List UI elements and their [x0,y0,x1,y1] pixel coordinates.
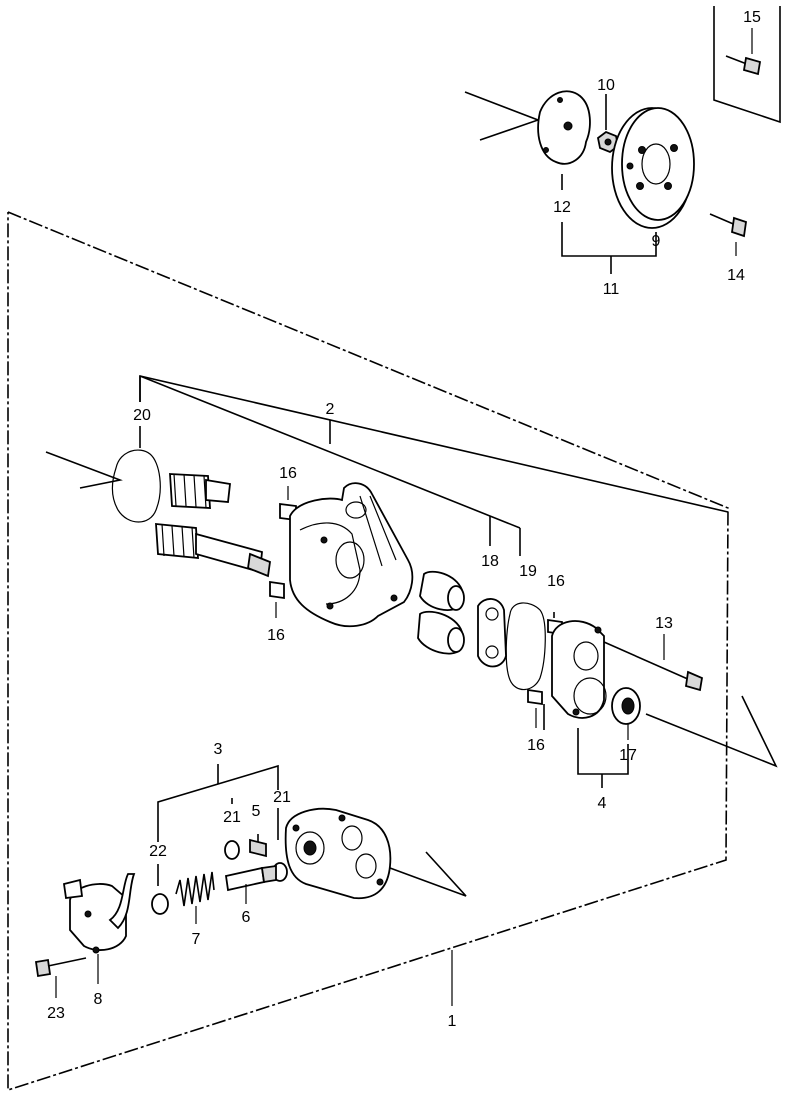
callout-6: 6 [242,909,251,926]
callout-labels: 1 2 3 4 5 6 7 8 9 10 11 12 13 14 15 16 1… [47,9,761,1030]
callout-16-a: 16 [279,465,297,482]
spring [175,871,215,907]
callout-8: 8 [94,991,103,1008]
callout-13: 13 [655,615,673,632]
rotor-sleeves [417,570,465,655]
callout-2: 2 [326,401,335,418]
inset-bolt [725,55,762,76]
fitting-bolt [34,957,87,978]
pulley-bolt [709,213,747,238]
o-ring [111,449,161,523]
callout-15: 15 [743,9,761,26]
seal-ring [151,893,169,915]
callout-10: 10 [597,77,615,94]
bushing [269,580,285,600]
valve-housing [284,807,392,900]
callout-7: 7 [192,931,201,948]
gear-shafts [155,473,271,578]
leader-lines [55,28,753,1006]
fitting [249,834,267,858]
callout-19: 19 [519,563,537,580]
callout-9: 9 [652,233,661,250]
callout-21-b: 21 [273,789,291,806]
callout-17: 17 [619,747,637,764]
pulley-assembly [464,55,762,274]
valve-bracket [157,764,279,886]
pump-cover [551,620,607,719]
pump-body-bracket [139,374,729,556]
callout-16-d: 16 [527,737,545,754]
callout-12: 12 [553,199,571,216]
callout-1: 1 [448,1013,457,1030]
long-bolt [603,641,704,692]
o-ring-seal [505,602,546,691]
assembly-boundary [7,211,729,1092]
callout-22: 22 [149,843,167,860]
callout-4: 4 [598,795,607,812]
callout-3: 3 [214,741,223,758]
callout-23: 23 [47,1005,65,1022]
callout-14: 14 [727,267,745,284]
outlet-fitting [62,873,136,954]
bolt-inset-box [713,6,781,124]
callout-16-b: 16 [267,627,285,644]
callout-16-c: 16 [547,573,565,590]
callout-5: 5 [252,803,261,820]
oil-seal [611,687,641,725]
pump-housing [289,482,414,628]
washer [224,840,240,860]
callout-20: 20 [133,407,151,424]
callout-18: 18 [481,553,499,570]
bushing [527,688,543,706]
callout-21-a: 21 [223,809,241,826]
callout-11: 11 [603,281,620,298]
relief-valve [224,864,277,892]
gasket [477,598,507,668]
